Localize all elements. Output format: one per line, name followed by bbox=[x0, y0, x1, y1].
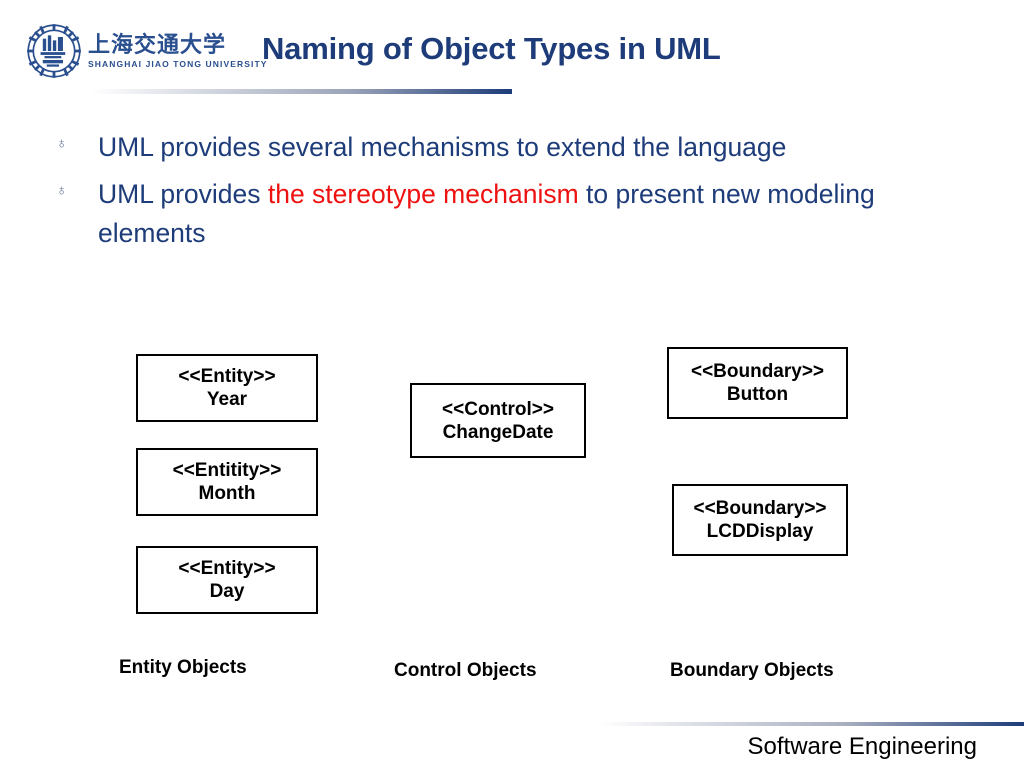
slide-header: 上海交通大学 SHANGHAI JIAO TONG UNIVERSITY Nam… bbox=[0, 0, 1024, 110]
uml-box-name: LCDDisplay bbox=[706, 521, 814, 542]
uml-box-control-changedate[interactable]: <<Control>> ChangeDate bbox=[410, 383, 586, 458]
bullet-segment: UML provides bbox=[98, 179, 268, 209]
uml-box-boundary-lcddisplay[interactable]: <<Boundary>> LCDDisplay bbox=[672, 484, 848, 556]
column-caption-entity: Entity Objects bbox=[119, 657, 247, 678]
uml-box-entity-day[interactable]: <<Entity>> Day bbox=[136, 546, 318, 614]
bullet-segment: UML provides several mechanisms to exten… bbox=[98, 132, 787, 162]
uml-box-stereotype: <<Control>> bbox=[442, 398, 554, 420]
bullet-item: ♁ UML provides the stereotype mechanism … bbox=[56, 175, 986, 253]
footer-text: Software Engineering bbox=[747, 733, 977, 760]
title-underline-rule bbox=[90, 89, 512, 94]
uml-box-name: Button bbox=[726, 384, 789, 405]
bullet-globe-icon: ♁ bbox=[56, 135, 68, 152]
bullet-segment-highlight: the stereotype mechanism bbox=[267, 179, 579, 209]
uml-box-entity-year[interactable]: <<Entity>> Year bbox=[136, 354, 318, 422]
bullet-text: UML provides several mechanisms to exten… bbox=[98, 128, 786, 167]
bullet-globe-icon: ♁ bbox=[56, 182, 68, 199]
bullet-list: ♁ UML provides several mechanisms to ext… bbox=[56, 128, 986, 261]
uml-box-name: Day bbox=[209, 581, 245, 602]
logo-english-name: SHANGHAI JIAO TONG UNIVERSITY bbox=[88, 59, 268, 69]
page-title: Naming of Object Types in UML bbox=[262, 31, 721, 66]
column-caption-boundary: Boundary Objects bbox=[670, 660, 834, 681]
uml-box-name: Month bbox=[198, 483, 256, 504]
university-logo: 上海交通大学 SHANGHAI JIAO TONG UNIVERSITY bbox=[26, 22, 266, 80]
uml-box-boundary-button[interactable]: <<Boundary>> Button bbox=[667, 347, 848, 419]
uml-box-entity-month[interactable]: <<Entitity>> Month bbox=[136, 448, 318, 516]
sjtu-gear-emblem-icon bbox=[26, 23, 82, 79]
uml-box-stereotype: <<Boundary>> bbox=[693, 498, 827, 519]
bullet-text: UML provides the stereotype mechanism to… bbox=[98, 175, 986, 253]
bullet-segment: to present new modeling elements bbox=[98, 179, 875, 248]
bullet-item: ♁ UML provides several mechanisms to ext… bbox=[56, 128, 986, 167]
uml-box-stereotype: <<Boundary>> bbox=[690, 361, 825, 382]
uml-box-name: Year bbox=[206, 389, 248, 410]
logo-chinese-name: 上海交通大学 bbox=[88, 32, 227, 58]
footer-rule bbox=[600, 722, 1024, 726]
uml-box-stereotype: <<Entity>> bbox=[178, 558, 276, 579]
uml-box-name: ChangeDate bbox=[442, 421, 554, 443]
uml-box-stereotype: <<Entitity>> bbox=[172, 460, 282, 481]
logo-wordmark: 上海交通大学 SHANGHAI JIAO TONG UNIVERSITY bbox=[88, 23, 268, 79]
uml-box-stereotype: <<Entity>> bbox=[178, 366, 276, 387]
column-caption-control: Control Objects bbox=[394, 660, 537, 681]
